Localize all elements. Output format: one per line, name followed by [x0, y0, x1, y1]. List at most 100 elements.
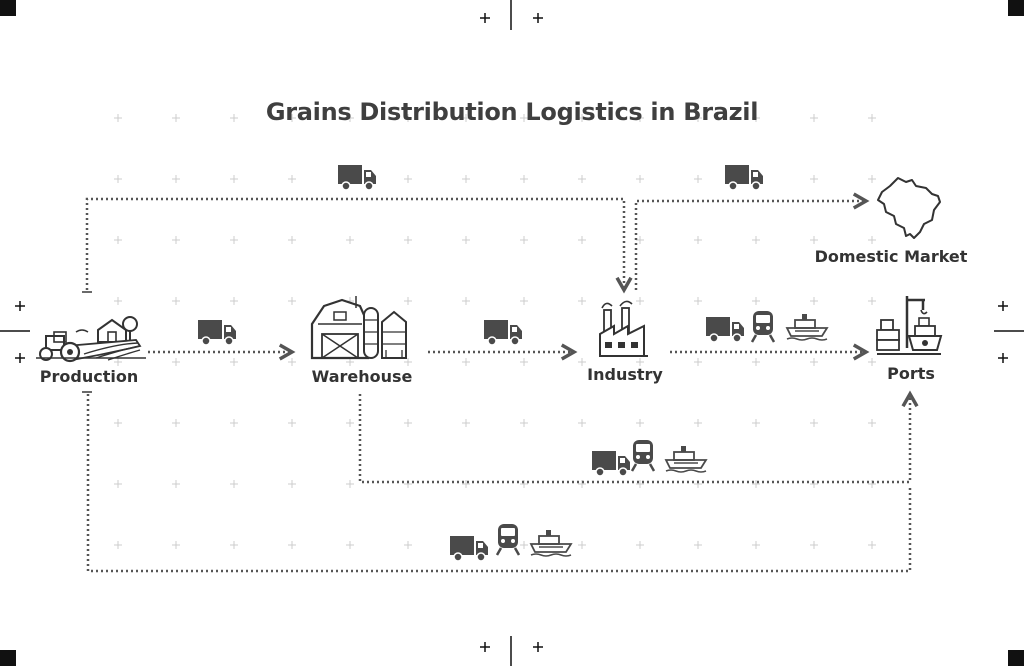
- registration-plus: [15, 301, 25, 311]
- grid-plus: [404, 114, 412, 122]
- grid-plus: [578, 419, 586, 427]
- grid-plus: [172, 297, 180, 305]
- grid-plus: [114, 175, 122, 183]
- grid-plus: [694, 236, 702, 244]
- grid-plus: [404, 236, 412, 244]
- grid-plus: [752, 297, 760, 305]
- grid-plus: [230, 480, 238, 488]
- brazil-map-icon: [877, 177, 941, 239]
- grid-plus: [230, 297, 238, 305]
- grid-plus: [346, 419, 354, 427]
- grid-plus: [288, 297, 296, 305]
- grid-plus: [346, 236, 354, 244]
- grid-plus: [868, 419, 876, 427]
- grid-plus: [114, 541, 122, 549]
- grid-plus: [752, 114, 760, 122]
- train-icon: [495, 522, 521, 557]
- grid-plus: [578, 114, 586, 122]
- grid-plus: [462, 480, 470, 488]
- grid-plus: [752, 541, 760, 549]
- grid-plus: [636, 114, 644, 122]
- grid-plus: [868, 175, 876, 183]
- grid-plus: [404, 541, 412, 549]
- node-label-industry: Industry: [587, 365, 663, 384]
- grid-plus: [172, 541, 180, 549]
- grid-plus: [810, 419, 818, 427]
- grid-plus: [868, 114, 876, 122]
- grid-plus: [578, 541, 586, 549]
- grid-plus: [810, 236, 818, 244]
- grid-plus: [694, 541, 702, 549]
- grid-plus: [114, 236, 122, 244]
- flow-industry-domestic: [634, 201, 866, 290]
- grid-plus: [810, 358, 818, 366]
- grid-plus: [230, 419, 238, 427]
- grid-plus: [752, 419, 760, 427]
- registration-plus: [998, 301, 1008, 311]
- grid-plus: [288, 175, 296, 183]
- grid-plus: [520, 236, 528, 244]
- grid-plus: [868, 236, 876, 244]
- grid-plus: [520, 114, 528, 122]
- grid-plus: [230, 236, 238, 244]
- grid-plus: [636, 419, 644, 427]
- grid-plus: [288, 236, 296, 244]
- grid-plus: [520, 358, 528, 366]
- grid-plus: [114, 297, 122, 305]
- grid-plus: [346, 480, 354, 488]
- grid-plus: [346, 114, 354, 122]
- grid-plus: [172, 114, 180, 122]
- grid-plus: [752, 480, 760, 488]
- grid-plus: [694, 419, 702, 427]
- grid-plus: [288, 541, 296, 549]
- grid-plus: [636, 297, 644, 305]
- grid-plus: [520, 297, 528, 305]
- grid-plus: [172, 480, 180, 488]
- ship-icon: [530, 529, 572, 557]
- grid-plus: [172, 236, 180, 244]
- grid-plus: [462, 175, 470, 183]
- train-icon: [630, 438, 656, 473]
- grid-plus: [752, 236, 760, 244]
- registration-plus: [533, 642, 543, 652]
- grid-plus: [578, 297, 586, 305]
- grid-plus: [462, 419, 470, 427]
- grid-plus: [868, 297, 876, 305]
- grid-plus: [404, 419, 412, 427]
- grid-plus: [636, 358, 644, 366]
- port-crane-ship-icon: [875, 294, 943, 356]
- grid-plus: [288, 358, 296, 366]
- truck-icon: [197, 319, 237, 346]
- flow-warehouse-ports: [358, 394, 910, 484]
- grid-plus: [520, 541, 528, 549]
- grid-plus: [810, 297, 818, 305]
- grid-plus: [404, 358, 412, 366]
- grid-plus: [114, 114, 122, 122]
- grid-plus: [346, 541, 354, 549]
- grid-plus: [578, 175, 586, 183]
- grid-plus: [462, 297, 470, 305]
- grid-plus: [230, 541, 238, 549]
- node-label-production: Production: [39, 367, 139, 386]
- grid-plus: [172, 419, 180, 427]
- grid-plus: [114, 480, 122, 488]
- grid-plus: [868, 358, 876, 366]
- grid-plus: [172, 358, 180, 366]
- grid-plus: [230, 114, 238, 122]
- flow-production-ports: [86, 394, 912, 573]
- ship-icon: [786, 313, 828, 341]
- grid-plus: [810, 541, 818, 549]
- truck-icon: [591, 450, 631, 477]
- grid-plus: [114, 419, 122, 427]
- registration-plus: [998, 353, 1008, 363]
- grid-plus: [114, 358, 122, 366]
- barn-silo-icon: [310, 294, 408, 360]
- truck-icon: [449, 535, 489, 562]
- grid-plus: [578, 358, 586, 366]
- grid-plus: [636, 541, 644, 549]
- grid-plus: [404, 297, 412, 305]
- grid-plus: [288, 419, 296, 427]
- flow-production-industry: [85, 197, 624, 290]
